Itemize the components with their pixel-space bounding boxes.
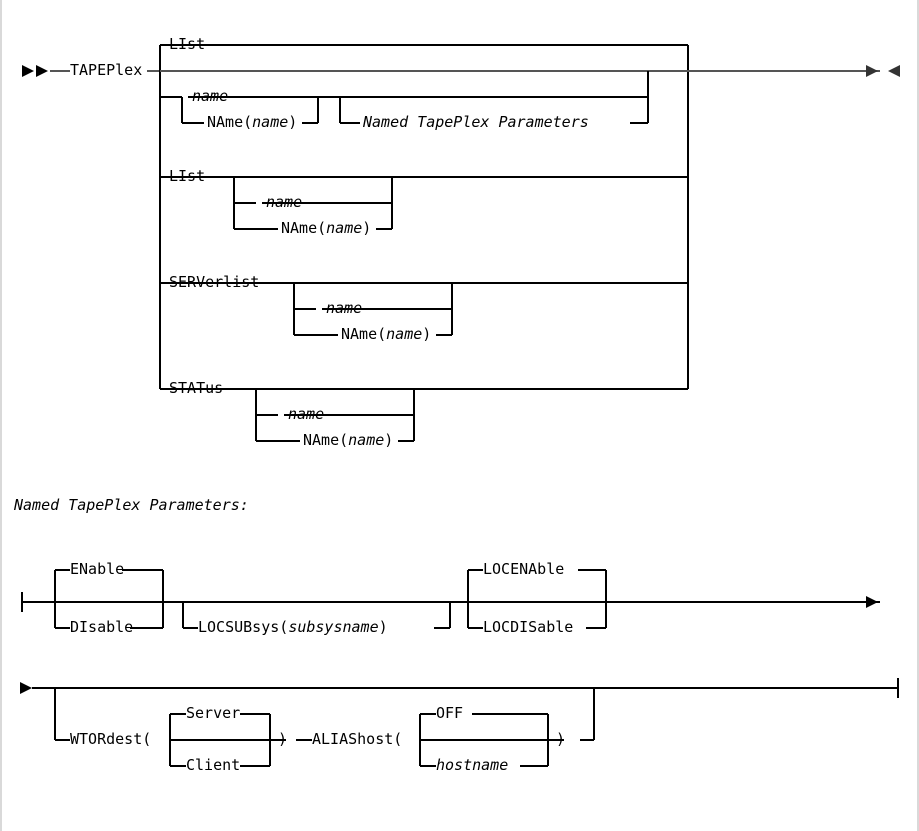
namefn-2-post: ) xyxy=(362,219,372,237)
start-arrow-2 xyxy=(36,65,48,77)
branch-label-list-1: LIst xyxy=(169,35,206,53)
branch-label-serverlist: SERVerlist xyxy=(169,273,260,291)
label-aliashost-close: ) xyxy=(556,730,566,748)
namefn-2-arg: name xyxy=(326,219,363,237)
branch-label-name-1: name xyxy=(192,87,229,105)
locsubsys-arg: subsysname xyxy=(288,618,379,636)
end-arrow-left xyxy=(888,65,900,77)
label-off: OFF xyxy=(436,704,464,722)
branch-label-namefn-3: NAme(name) xyxy=(341,327,431,342)
label-locsubsys: LOCSUBsys(subsysname) xyxy=(198,620,388,635)
fragment-heading: Named TapePlex Parameters: xyxy=(14,496,249,514)
branch-label-name-2: name xyxy=(266,193,303,211)
namefn-1-post: ) xyxy=(288,113,298,131)
frag2-start-arrow xyxy=(20,682,32,694)
branch-label-namefn-4: NAme(name) xyxy=(303,433,393,448)
frag1-end-arrow xyxy=(866,596,878,608)
branch-label-name-3: name xyxy=(326,299,363,317)
label-disable: DIsable xyxy=(70,618,134,636)
label-hostname: hostname xyxy=(436,756,509,774)
label-client: Client xyxy=(186,756,241,774)
branch-label-namefn-1: NAme(name) xyxy=(207,115,297,130)
label-enable: ENable xyxy=(70,560,125,578)
label-aliashost-open: ALIAShost( xyxy=(312,730,403,748)
namefn-3-arg: name xyxy=(386,325,423,343)
locsubsys-post: ) xyxy=(378,618,388,636)
label-wtordest-close: ) xyxy=(278,730,288,748)
namefn-2-pre: NAme( xyxy=(281,219,327,237)
namefn-3-post: ) xyxy=(422,325,432,343)
branch-label-namefn-2: NAme(name) xyxy=(281,221,371,236)
label-locenable: LOCENAble xyxy=(483,560,565,578)
fragment-ref-params: Named TapePlex Parameters xyxy=(363,113,589,131)
end-arrow-right xyxy=(866,65,878,77)
branch-label-status: STATus xyxy=(169,379,224,397)
page-left-border xyxy=(0,0,2,831)
namefn-4-arg: name xyxy=(348,431,385,449)
label-locdisable: LOCDISable xyxy=(483,618,574,636)
namefn-1-arg: name xyxy=(252,113,289,131)
namefn-4-post: ) xyxy=(384,431,394,449)
branch-label-list-2: LIst xyxy=(169,167,206,185)
namefn-4-pre: NAme( xyxy=(303,431,349,449)
keyword-tapeplex: TAPEPlex xyxy=(70,61,143,79)
start-arrow-1 xyxy=(22,65,34,77)
label-wtordest-open: WTORdest( xyxy=(70,730,152,748)
label-server: Server xyxy=(186,704,241,722)
branch-label-name-4: name xyxy=(288,405,325,423)
locsubsys-pre: LOCSUBsys( xyxy=(198,618,289,636)
namefn-1-pre: NAme( xyxy=(207,113,253,131)
page-right-border xyxy=(917,0,919,831)
namefn-3-pre: NAme( xyxy=(341,325,387,343)
